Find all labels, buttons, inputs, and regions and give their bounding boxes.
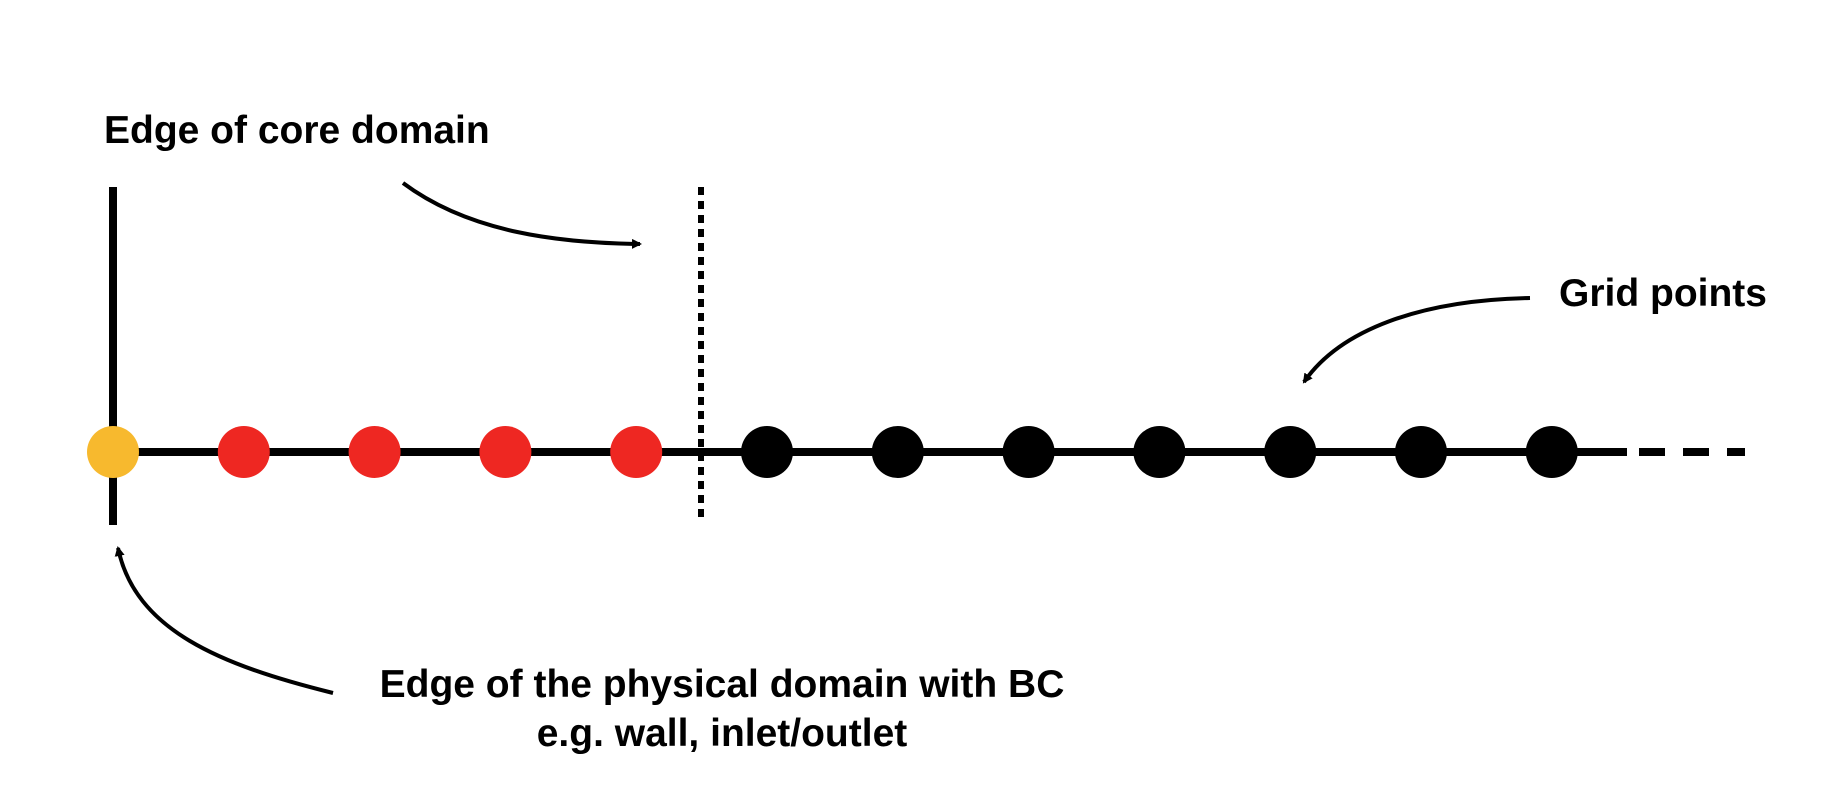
physical-domain-edge-label: Edge of the physical domain with BC e.g.…	[372, 660, 1072, 758]
physical-domain-edge-label-line1: Edge of the physical domain with BC	[379, 663, 1065, 706]
core-domain-edge-label: Edge of core domain	[104, 109, 490, 152]
grid-point-core	[1395, 426, 1447, 478]
core-edge-arrow	[401, 181, 642, 249]
physical-domain-edge-label-line2: e.g. wall, inlet/outlet	[536, 712, 908, 755]
grid-point-core	[1133, 426, 1186, 478]
grid-points-arrow	[1302, 296, 1531, 384]
grid-point-core	[1264, 426, 1317, 478]
grid-points-label: Grid points	[1559, 272, 1767, 315]
grid-point-boundary	[87, 426, 139, 478]
grid-point-core	[1525, 426, 1578, 478]
grid-point-ghost	[479, 426, 532, 478]
grid-point-ghost	[348, 426, 401, 478]
grid-point-ghost	[217, 426, 270, 478]
grid-point-core	[741, 426, 793, 478]
grid-point-core	[1002, 426, 1055, 478]
grid-point-ghost	[610, 426, 663, 478]
grid-points-group	[87, 426, 1578, 478]
physical-edge-arrow	[114, 546, 334, 695]
grid-point-core	[871, 426, 924, 478]
